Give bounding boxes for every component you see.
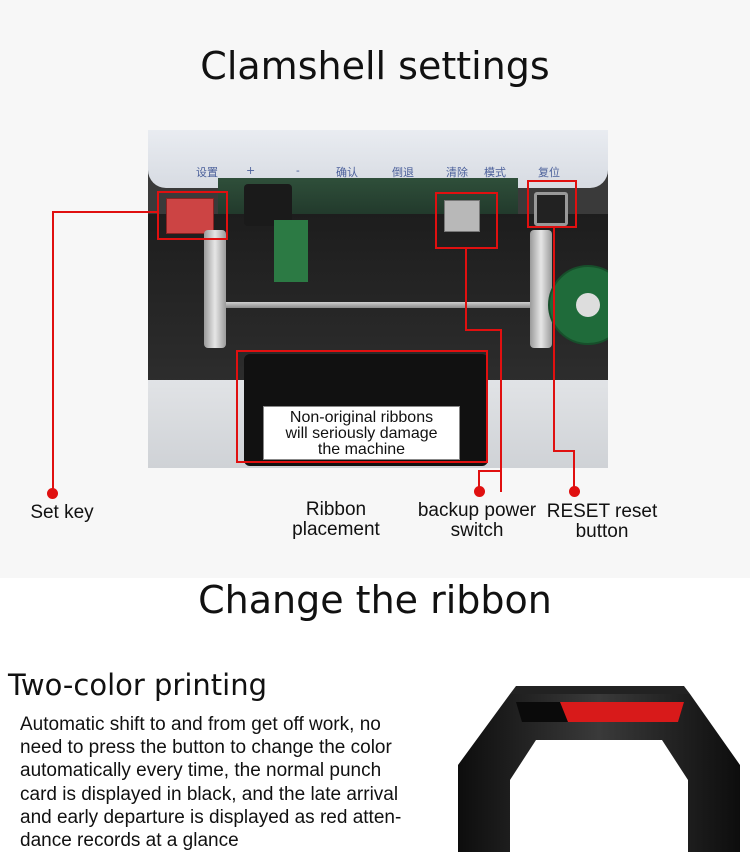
reset-dot — [569, 486, 580, 497]
backup-connector — [465, 329, 502, 331]
callout-line: backup power — [417, 500, 537, 521]
panel-label-set: 设置 — [196, 166, 218, 179]
description-line: automatically every time, the normal pun… — [20, 760, 382, 782]
ribbon-placement-label: Ribbon placement — [268, 500, 404, 540]
callout-line: Ribbon — [305, 499, 367, 520]
dial-knob — [244, 184, 292, 226]
backup-power-label: backup power switch — [406, 501, 548, 541]
backup-dot — [474, 486, 485, 497]
reset-connector — [573, 450, 575, 490]
ribbon-cartridge-drawing — [458, 686, 740, 852]
panel-label-confirm: 确认 — [336, 166, 358, 179]
set-key-highlight — [157, 191, 228, 240]
callout-line: button — [575, 521, 629, 542]
panel-label-back: 倒退 — [392, 166, 414, 179]
ribbon-placement-highlight — [236, 350, 488, 463]
clamshell-title: Clamshell settings — [200, 44, 550, 88]
panel-label-clear: 清除 — [446, 166, 468, 179]
warning-line: will seriously damage — [285, 425, 438, 442]
callout-line: placement — [292, 519, 380, 540]
reset-button-component — [534, 192, 568, 226]
callout-line: switch — [450, 520, 504, 541]
ribbon-red — [560, 702, 684, 722]
guide-rod — [208, 302, 558, 308]
panel-label-minus: - — [296, 164, 300, 177]
callout-line: Set key — [30, 502, 94, 523]
panel-label-mode: 模式 — [484, 166, 506, 179]
backup-power-highlight — [435, 192, 498, 249]
set-key-connector — [52, 211, 54, 494]
warning-line: Non-original ribbons — [289, 409, 434, 426]
backup-connector — [500, 329, 502, 492]
panel-label-reset: 复位 — [538, 166, 560, 179]
change-ribbon-title: Change the ribbon — [198, 578, 552, 622]
set-key-component — [166, 198, 214, 234]
reset-connector — [553, 450, 575, 452]
warning-box: Non-original ribbons will seriously dama… — [263, 406, 460, 460]
motor-gear — [548, 265, 608, 345]
cartridge-shell — [458, 694, 740, 852]
two-color-subtitle: Two-color printing — [8, 668, 267, 702]
description-line: need to press the button to change the c… — [20, 737, 392, 759]
small-pcb — [274, 220, 308, 282]
set-key-connector — [52, 211, 158, 213]
callout-line: RESET reset — [546, 501, 658, 522]
panel-label-plus: + — [246, 164, 256, 177]
reset-highlight — [527, 180, 577, 228]
set-key-dot — [47, 488, 58, 499]
backup-connector — [478, 470, 502, 472]
cartridge-top-edge — [510, 686, 690, 694]
right-bracket — [530, 230, 552, 348]
description-line: dance records at a glance — [20, 830, 239, 852]
description-line: and early departure is displayed as red … — [20, 806, 402, 828]
reset-connector — [553, 227, 555, 451]
description-line: card is displayed in black, and the late… — [20, 783, 399, 805]
description-line: Automatic shift to and from get off work… — [20, 714, 381, 735]
left-bracket — [204, 230, 226, 348]
reset-label: RESET reset button — [546, 502, 658, 542]
ribbon-cartridge-image — [440, 680, 750, 852]
gear-hub — [576, 293, 600, 317]
warning-line: the machine — [317, 441, 406, 458]
description: Automatic shift to and from get off work… — [20, 713, 440, 852]
set-key-label: Set key — [20, 503, 104, 523]
backup-connector — [465, 248, 467, 330]
backup-power-switch-component — [444, 200, 480, 232]
backup-connector — [478, 470, 480, 492]
